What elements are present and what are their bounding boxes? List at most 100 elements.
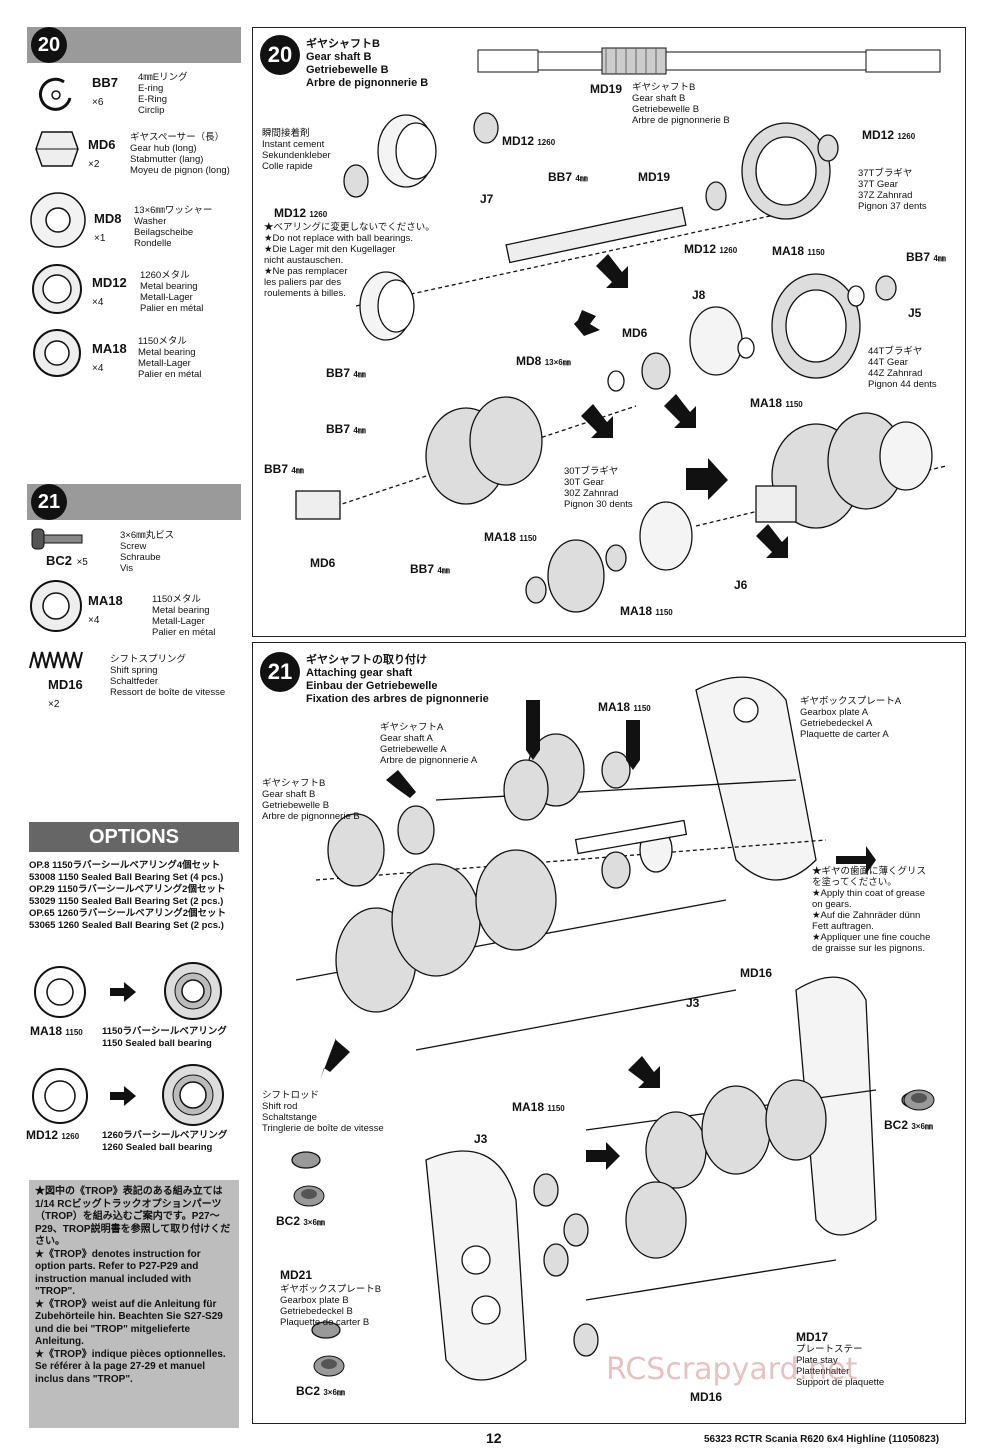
step20-badge: 20 (31, 27, 67, 63)
metal-bearing-1150-icon (33, 329, 81, 377)
step20-bb7-b: BB7 4㎜ (906, 250, 946, 264)
part-md6: MD6×2 (88, 137, 116, 170)
gear-shaft-a-label: ギヤシャフトA Gear shaft A Getriebewelle A Arb… (380, 722, 478, 766)
gear-30t-label: 30Tブラギヤ 30T Gear 30Z Zahnrad Pignon 30 d… (564, 466, 633, 510)
step20-frame-badge: 20 (260, 35, 300, 75)
manual-reference: 56323 RCTR Scania R620 6x4 Highline (110… (704, 1434, 940, 1445)
bc2-screw-icon-b (293, 1185, 325, 1207)
step20-bb7-f: BB7 4㎜ (410, 562, 450, 576)
step21-bc2-a: BC2 3×6㎜ (884, 1118, 933, 1132)
step20-j7: J7 (480, 192, 494, 206)
e-ring-icon (38, 77, 72, 111)
part-md16-desc: シフトスプリング Shift spring Schaltfeder Ressor… (110, 654, 226, 698)
gear-37t-label: 37Tブラギヤ 37T Gear 37Z Zahnrad Pignon 37 d… (858, 168, 927, 212)
step21-bc2-b: BC2 3×6㎜ (276, 1214, 325, 1228)
step20-ma18-c: MA18 1150 (484, 530, 537, 544)
step20-md12-b: MD12 1260 (862, 128, 916, 142)
option-md12-code: MD12 1260 (26, 1128, 80, 1142)
step20-bb7-d: BB7 4㎜ (326, 422, 366, 436)
gear-44t-label: 44Tブラギヤ 44T Gear 44Z Zahnrad Pignon 44 d… (868, 346, 937, 390)
step21-bc2-c: BC2 3×6㎜ (296, 1384, 345, 1398)
step20-exploded-diagram (295, 112, 947, 613)
step20-title: ギヤシャフトB Gear shaft B Getriebewelle B Arb… (306, 38, 429, 89)
step20-bb7-a: BB7 4㎜ (548, 170, 588, 184)
washer-icon (30, 192, 86, 248)
shift-rod-label: シフトロッド Shift rod Schaltstange Tringlerie… (262, 1090, 384, 1134)
watermark: RCScrapyard.net (606, 1352, 858, 1387)
gear-shaft-b-label: ギヤシャフトB Gear shaft B Getriebewelle B Arb… (262, 778, 360, 822)
instant-cement-label: 瞬間接着剤 Instant cement Sekundenkleber Coll… (262, 128, 331, 172)
step21-ma18-a: MA18 1150 (598, 700, 651, 714)
step20-ma18-d: MA18 1150 (620, 604, 673, 618)
option-ma18-code: MA18 1150 (30, 1024, 83, 1038)
arrow-right-icon (110, 982, 136, 1002)
trop-note: ★図中の《TROP》表記のある組み立ては1/14 RCビッグトラックオプションパ… (29, 1180, 239, 1428)
part-md12: MD12×4 (92, 275, 127, 308)
part-md12-desc: 1260メタル Metal bearing Metall-Lager Palie… (140, 270, 204, 314)
step20-frame (252, 27, 966, 637)
step20-j6: J6 (734, 578, 748, 592)
bc2-screw-icon-a (903, 1089, 935, 1111)
part-ma18-21: MA18×4 (88, 593, 123, 626)
bearing-warning: ★ベアリングに変更しないでください。 ★Do not replace with … (264, 222, 435, 299)
step20-md6-a: MD6 (622, 326, 648, 340)
step20-bb7-e: BB7 4㎜ (264, 462, 304, 476)
plate-stay-label: プレートステー Plate stay Plattenhalter Support… (796, 1344, 885, 1388)
metal-bearing-1150-icon-2 (30, 580, 82, 632)
gearbox-plate-a-label: ギヤボックスプレートA Gearbox plate A Getriebedeck… (800, 696, 902, 740)
arrow-right-icon-2 (110, 1086, 136, 1106)
part-md8: MD8×1 (94, 211, 122, 244)
part-ma18-desc: 1150メタル Metal bearing Metall-Lager Palie… (138, 336, 202, 380)
part-bc2: BC2 ×5 (46, 553, 88, 568)
step21-md16: MD16 (740, 966, 773, 980)
step20-md19-desc: ギヤシャフトB Gear shaft B Getriebewelle B Arb… (632, 82, 730, 126)
step20-ma18-b: MA18 1150 (750, 396, 803, 410)
part-ma18: MA18×4 (92, 341, 127, 374)
gearbox-plate-b-label: ギヤボックスプレートB Gearbox plate B Getriebedeck… (280, 1284, 382, 1328)
metal-bearing-option-icon (34, 966, 86, 1018)
step21-ma18-b: MA18 1150 (512, 1100, 565, 1114)
sealed-bearing-icon (164, 962, 222, 1020)
shift-spring-icon (29, 651, 83, 669)
part-bc2-desc: 3×6㎜丸ビス Screw Schraube Vis (120, 530, 175, 574)
part-md6-desc: ギヤスペーサー（長） Gear hub (long) Stabmutter (l… (130, 132, 230, 176)
options-heading: OPTIONS (29, 822, 239, 852)
screw-icon (31, 528, 83, 550)
page-number: 12 (486, 1430, 502, 1446)
step20-bb7-c: BB7 4㎜ (326, 366, 366, 380)
step21-frame-badge: 21 (260, 652, 300, 692)
gear-hub-icon (35, 131, 79, 167)
step20-md6-b: MD6 (310, 556, 336, 570)
options-list: OP.8 1150ラバーシールベアリング4個セット 53008 1150 Sea… (29, 860, 226, 931)
step21-title: ギヤシャフトの取り付け Attaching gear shaft Einbau … (306, 654, 489, 705)
bc2-screw-icon-c (313, 1355, 345, 1377)
step21-j3-b: J3 (474, 1132, 488, 1146)
gear-shaft-b-reference (477, 47, 941, 75)
grease-note: ★ギヤの歯面に薄くグリス を塗ってください。 ★Apply thin coat … (812, 866, 931, 954)
metal-bearing-1260-icon (32, 264, 82, 314)
step20-md12-d: MD12 1260 (684, 242, 738, 256)
part-md16: MD16×2 (48, 677, 83, 710)
option-ma18-desc: 1150ラバーシールベアリング 1150 Sealed ball bearing (102, 1026, 227, 1049)
step20-md19: MD19 (638, 170, 671, 184)
step21-frame (252, 642, 966, 1424)
step20-md12-a: MD12 1260 (502, 134, 556, 148)
step20-md19-top: MD19 (590, 82, 623, 96)
step20-md8: MD8 13×6㎜ (516, 354, 571, 368)
step21-md16-b: MD16 (690, 1390, 723, 1404)
part-bb7: BB7×6 (92, 75, 119, 108)
step21-exploded-diagram (291, 676, 931, 1381)
step20-ma18-a: MA18 1150 (772, 244, 825, 258)
option-md12-desc: 1260ラバーシールベアリング 1260 Sealed ball bearing (102, 1130, 228, 1153)
step21-md17: MD17 (796, 1330, 829, 1344)
step21-j3-a: J3 (686, 996, 700, 1010)
metal-bearing-1260-option-icon (32, 1068, 88, 1124)
step20-md12-c: MD12 1260 (274, 206, 328, 220)
step21-badge: 21 (31, 484, 67, 520)
step20-j8: J8 (692, 288, 706, 302)
part-md8-desc: 13×6㎜ワッシャー Washer Beilagscheibe Rondelle (134, 205, 213, 249)
part-bb7-desc: 4㎜Eリング E-ring E-Ring Circlip (138, 72, 188, 116)
step20-j5: J5 (908, 306, 922, 320)
part-ma18-21-desc: 1150メタル Metal bearing Metall-Lager Palie… (152, 594, 216, 638)
step21-md21: MD21 (280, 1268, 313, 1282)
